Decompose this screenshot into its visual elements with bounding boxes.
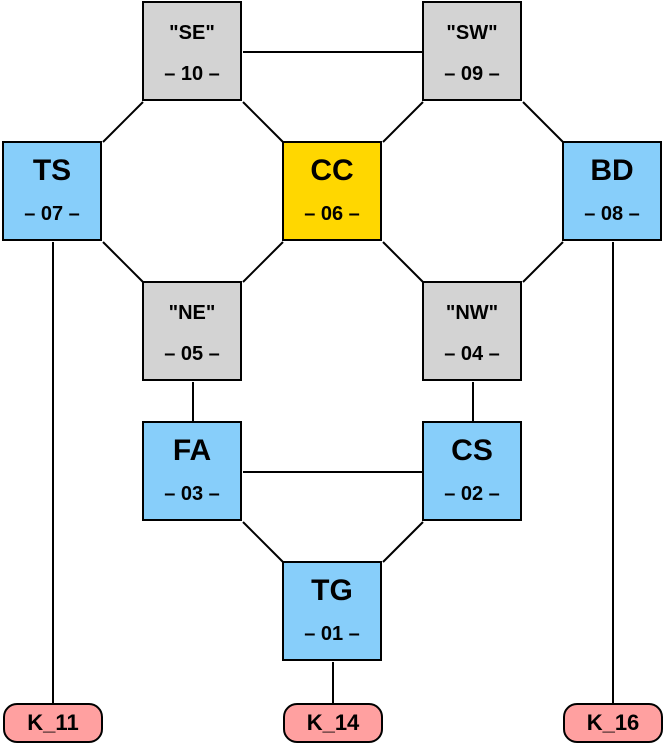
node-ne[interactable]: "NE" – 05 –: [142, 281, 242, 381]
edge-sw-bd: [522, 101, 564, 143]
node-ts[interactable]: TS – 07 –: [2, 141, 102, 241]
node-bd-number: – 08 –: [584, 203, 640, 225]
edge-ts-ne: [102, 241, 144, 283]
terminal-k16[interactable]: K_16: [563, 703, 663, 743]
node-tg-number: – 01 –: [304, 623, 360, 645]
node-fa-title: FA: [172, 434, 212, 467]
node-cc-number: – 06 –: [304, 203, 360, 225]
node-cc-title: CC: [310, 154, 354, 187]
node-se-number: – 10 –: [164, 63, 220, 85]
node-fa[interactable]: FA – 03 –: [142, 421, 242, 521]
edge-se-cc: [242, 101, 284, 143]
node-se[interactable]: "SE" – 10 –: [142, 1, 242, 101]
node-cs-number: – 02 –: [444, 483, 500, 505]
node-sw-number: – 09 –: [444, 63, 500, 85]
node-nw-title: "NW": [445, 302, 499, 324]
node-tg[interactable]: TG – 01 –: [282, 561, 382, 661]
edge-bd-nw: [522, 241, 564, 283]
terminal-k14[interactable]: K_14: [283, 703, 383, 743]
edge-se-ts: [102, 101, 144, 143]
node-sw[interactable]: "SW" – 09 –: [422, 1, 522, 101]
node-ts-title: TS: [32, 154, 72, 187]
node-cs[interactable]: CS – 02 –: [422, 421, 522, 521]
node-bd-title: BD: [590, 154, 634, 187]
node-tg-title: TG: [311, 574, 353, 607]
node-nw[interactable]: "NW" – 04 –: [422, 281, 522, 381]
edge-fa-tg: [242, 521, 284, 563]
node-sw-title: "SW": [446, 22, 498, 44]
edge-cc-ne: [242, 241, 284, 283]
node-bd[interactable]: BD – 08 –: [562, 141, 662, 241]
node-cs-title: CS: [451, 434, 493, 467]
node-ts-number: – 07 –: [24, 203, 80, 225]
edge-cc-nw: [382, 241, 424, 283]
node-cc[interactable]: CC – 06 –: [282, 141, 382, 241]
node-ne-title: "NE": [168, 302, 216, 324]
edge-cs-tg: [382, 521, 424, 563]
node-fa-number: – 03 –: [164, 483, 220, 505]
node-se-title: "SE": [169, 22, 215, 44]
node-ne-number: – 05 –: [164, 343, 220, 365]
edge-sw-cc: [382, 101, 424, 143]
node-nw-number: – 04 –: [444, 343, 500, 365]
terminal-k11[interactable]: K_11: [3, 703, 103, 743]
